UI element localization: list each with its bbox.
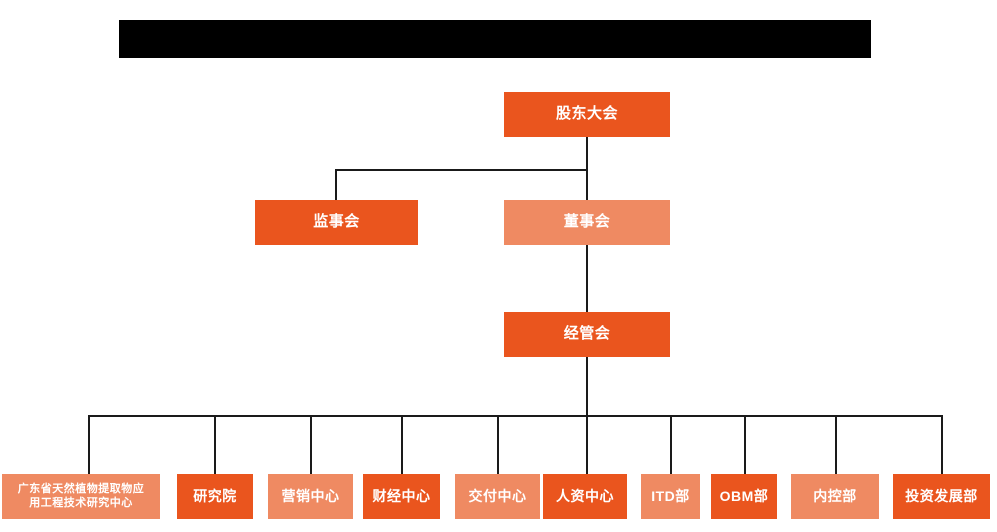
connector-finance-drop — [401, 415, 403, 474]
connector-dept-bus — [88, 415, 943, 417]
connector-shareholders-stem — [586, 137, 588, 170]
org-node-investment[interactable]: 投资发展部 — [893, 474, 990, 519]
org-node-label: 营销中心 — [281, 487, 340, 504]
org-node-research-center[interactable]: 广东省天然植物提取物应用工程技术研究中心 — [2, 474, 160, 519]
org-node-label: 人资中心 — [556, 487, 614, 504]
org-node-label: 交付中心 — [468, 487, 527, 504]
org-node-label: 广东省天然植物提取物应用工程技术研究中心 — [17, 482, 145, 509]
connector-delivery-drop — [497, 415, 499, 474]
connector-level2-bus — [335, 169, 588, 171]
org-node-directors[interactable]: 董事会 — [504, 200, 670, 245]
org-node-label: 内控部 — [813, 487, 857, 504]
org-node-label: 监事会 — [313, 213, 360, 231]
connector-hr-drop — [586, 415, 588, 474]
connector-supervisors-drop — [335, 169, 337, 200]
org-node-shareholders[interactable]: 股东大会 — [504, 92, 670, 137]
connector-obm-drop — [744, 415, 746, 474]
connector-internal-control-drop — [835, 415, 837, 474]
connector-mgmt-stem — [586, 357, 588, 416]
org-node-institute[interactable]: 研究院 — [177, 474, 253, 519]
org-node-label: 董事会 — [563, 213, 611, 231]
org-node-label: OBM部 — [719, 487, 769, 504]
org-node-obm[interactable]: OBM部 — [711, 474, 777, 519]
connector-investment-drop — [941, 415, 943, 474]
org-node-internal-control[interactable]: 内控部 — [791, 474, 879, 519]
org-node-label: ITD部 — [651, 487, 690, 504]
org-node-supervisors[interactable]: 监事会 — [255, 200, 418, 245]
connector-marketing-drop — [310, 415, 312, 474]
connector-directors-to-mgmt — [586, 245, 588, 312]
org-node-label: 经管会 — [563, 325, 611, 343]
org-node-finance[interactable]: 财经中心 — [363, 474, 440, 519]
org-node-label: 股东大会 — [555, 105, 618, 123]
connector-directors-drop — [586, 169, 588, 200]
org-node-itd[interactable]: ITD部 — [641, 474, 700, 519]
org-node-delivery[interactable]: 交付中心 — [455, 474, 540, 519]
redacted-title-banner — [119, 20, 871, 58]
org-node-label: 财经中心 — [372, 487, 431, 504]
connector-institute-drop — [214, 415, 216, 474]
org-node-marketing[interactable]: 营销中心 — [268, 474, 353, 519]
connector-research-center-drop — [88, 415, 90, 474]
org-node-label: 研究院 — [193, 487, 237, 504]
org-node-hr[interactable]: 人资中心 — [543, 474, 627, 519]
connector-itd-drop — [670, 415, 672, 474]
org-node-label: 投资发展部 — [905, 487, 978, 504]
org-node-management[interactable]: 经管会 — [504, 312, 670, 357]
